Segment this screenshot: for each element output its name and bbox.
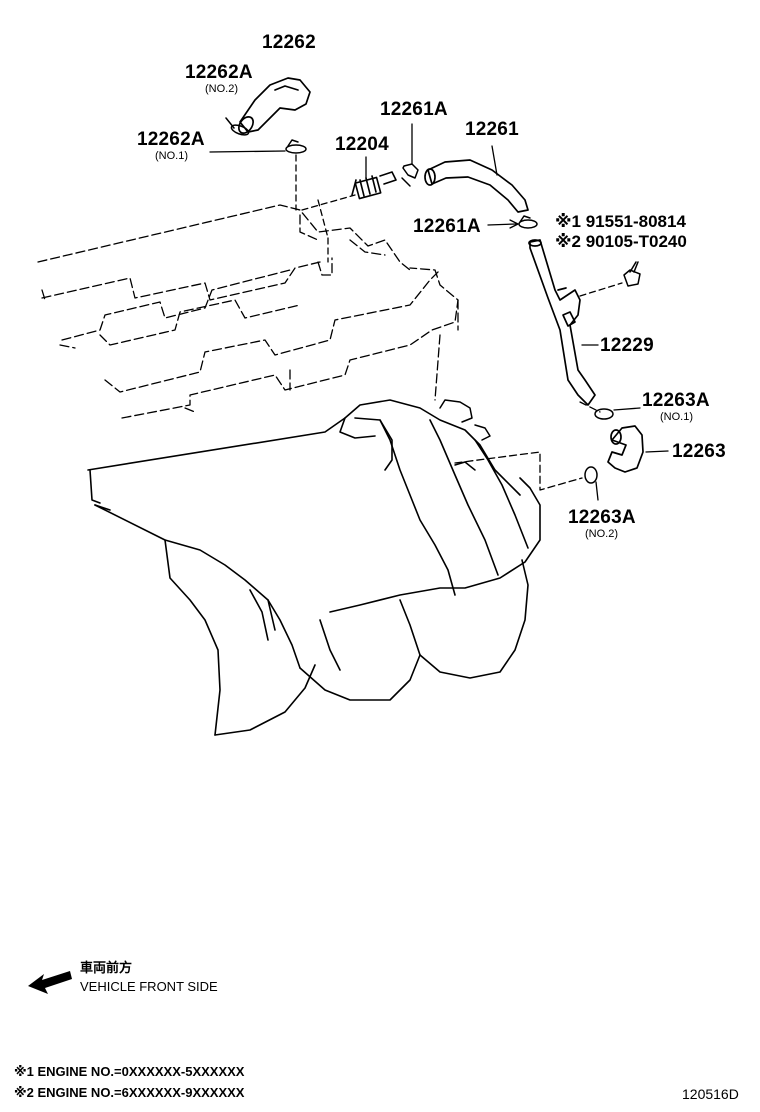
label-12262A-no2: 12262A bbox=[185, 62, 253, 83]
intake-manifold-outline bbox=[88, 400, 540, 735]
label-12229: 12229 bbox=[600, 335, 654, 356]
direction-label-en: VEHICLE FRONT SIDE bbox=[80, 979, 218, 994]
label-12263A-no2-sub: (NO.2) bbox=[585, 528, 618, 540]
label-bolt-no2: ※2 90105-T0240 bbox=[555, 232, 687, 251]
label-12263A-no1: 12263A bbox=[642, 390, 710, 411]
label-12262A-no1-sub: (NO.1) bbox=[155, 150, 188, 162]
hose-12263 bbox=[608, 426, 643, 472]
hose-12261 bbox=[425, 160, 528, 212]
hose-12262 bbox=[236, 78, 310, 136]
clip-12263A-no1 bbox=[595, 409, 613, 419]
cylinder-head-outline bbox=[38, 205, 458, 418]
footnote-2: ※2 ENGINE NO.=6XXXXXX-9XXXXXX bbox=[14, 1085, 245, 1100]
direction-label-jp: 車両前方 bbox=[80, 960, 133, 975]
pipe-12229 bbox=[529, 240, 595, 405]
label-12261A-top: 12261A bbox=[380, 99, 448, 120]
clip-12262A-no1 bbox=[286, 140, 306, 153]
front-direction-arrow bbox=[28, 971, 72, 994]
footnote-1: ※1 ENGINE NO.=0XXXXXX-5XXXXXX bbox=[14, 1064, 245, 1079]
label-12204: 12204 bbox=[335, 134, 389, 155]
label-12261: 12261 bbox=[465, 119, 519, 140]
diagram-code: 120516D bbox=[682, 1086, 739, 1102]
label-12263A-no2: 12263A bbox=[568, 507, 636, 528]
label-12262A-no1: 12262A bbox=[137, 129, 205, 150]
clip-12263A-no2 bbox=[585, 467, 597, 483]
label-bolt-no1: ※1 91551-80814 bbox=[555, 212, 686, 231]
clip-12262A-no2 bbox=[226, 118, 250, 137]
label-12262: 12262 bbox=[262, 32, 316, 53]
clip-12261A-mid bbox=[519, 216, 537, 228]
clip-12261A-top bbox=[402, 164, 418, 186]
pcv-valve-12204 bbox=[352, 172, 396, 199]
label-12263A-no1-sub: (NO.1) bbox=[660, 411, 693, 423]
label-12262A-no2-sub: (NO.2) bbox=[205, 83, 238, 95]
label-12263: 12263 bbox=[672, 441, 726, 462]
bolt-91551 bbox=[624, 262, 640, 286]
label-12261A-mid: 12261A bbox=[413, 216, 481, 237]
manifold-fittings bbox=[440, 400, 490, 470]
